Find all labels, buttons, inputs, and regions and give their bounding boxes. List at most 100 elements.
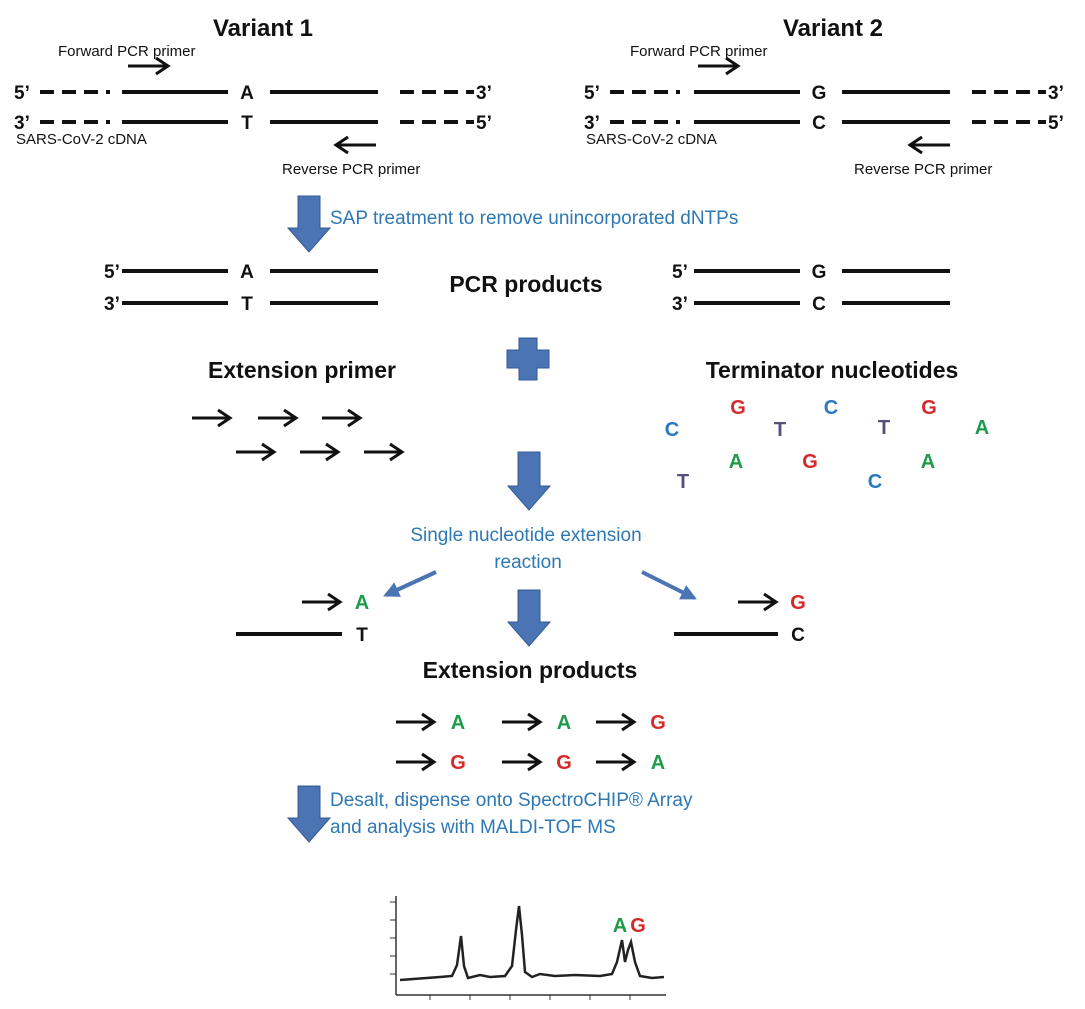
down-arrow-products [506, 589, 552, 647]
variant1-top-base: A [240, 83, 254, 104]
pcr-product-left: 5’ A 3’ T [104, 262, 378, 315]
left-template-base: T [356, 625, 368, 646]
variant1-cdna-label: SARS-CoV-2 cDNA [16, 131, 147, 148]
pcr-left-bottom-end: 3’ [104, 294, 120, 315]
extension-product-nucleotide: A [451, 712, 465, 734]
extension-product: G [502, 752, 572, 774]
terminator-nucleotide: T [774, 419, 786, 441]
variant2-top-5prime: 5’ [584, 83, 600, 104]
extension-primer-label: Extension primer [208, 357, 396, 383]
extension-product-nucleotide: A [651, 752, 665, 774]
plus-icon [506, 337, 550, 381]
variant1-top-3prime: 3’ [476, 83, 492, 104]
right-added-nucleotide: G [790, 592, 806, 614]
pcr-products-label: PCR products [449, 271, 602, 297]
variant2-top-3prime: 3’ [1048, 83, 1064, 104]
left-extension-primer-arrow [302, 592, 343, 612]
right-template-base: C [791, 625, 805, 646]
diagonal-arrow-right [641, 570, 697, 600]
variant2-reverse-primer-label: Reverse PCR primer [854, 161, 992, 178]
primer-arrow [364, 442, 405, 462]
left-extension-result: A T [236, 592, 369, 646]
extension-product-nucleotide: A [557, 712, 571, 734]
down-arrow-extension [506, 451, 552, 511]
pcr-right-top-end: 5’ [672, 262, 688, 283]
left-added-nucleotide: A [355, 592, 369, 614]
terminator-nucleotide: C [868, 471, 882, 493]
spectrum-peak-label-a: A [613, 915, 627, 937]
extension-product: A [502, 712, 571, 734]
primer-arrow [258, 408, 299, 428]
terminator-nucleotide: T [878, 417, 890, 439]
primer-arrow [300, 442, 341, 462]
variant1-top-5prime: 5’ [14, 83, 30, 104]
variant2-cdna-label: SARS-CoV-2 cDNA [586, 131, 717, 148]
variant1-bottom-3prime: 3’ [14, 113, 30, 134]
extension-product-nucleotide: G [556, 752, 572, 774]
extension-step-line2: reaction [494, 552, 562, 573]
variant2-top-base: G [812, 83, 827, 104]
diagonal-arrow-left [383, 570, 437, 597]
variant2-title: Variant 2 [783, 15, 883, 42]
pcr-right-bottom-base: C [812, 294, 826, 315]
pcr-product-right: 5’ G 3’ C [672, 262, 950, 315]
primer-arrow [236, 442, 277, 462]
pcr-right-bottom-end: 3’ [672, 294, 688, 315]
extension-product: G [396, 752, 466, 774]
variant2-panel: Variant 2 Forward PCR primer 5’ G 3’ 3’ … [584, 15, 1064, 178]
terminator-nucleotide: C [665, 419, 679, 441]
down-arrow-sap [286, 195, 332, 253]
primer-arrow [192, 408, 233, 428]
variant1-bottom-5prime: 5’ [476, 113, 492, 134]
variant2-bottom-5prime: 5’ [1048, 113, 1064, 134]
variant1-forward-primer-arrow [128, 56, 171, 76]
mass-spectrum: A G [390, 896, 666, 1000]
spectrum-x-ticks [429, 995, 631, 1000]
terminator-nucleotide: C [824, 397, 838, 419]
variant2-forward-primer-arrow [698, 56, 741, 76]
variant2-bottom-3prime: 3’ [584, 113, 600, 134]
extension-product-nucleotide: G [450, 752, 466, 774]
terminator-nucleotide: A [975, 417, 989, 439]
variant1-panel: Variant 1 Forward PCR primer 5’ A 3’ 3’ … [14, 15, 492, 178]
terminator-nucleotide: A [921, 451, 935, 473]
right-extension-primer-arrow [738, 592, 779, 612]
spectrum-trace [399, 905, 665, 982]
pcr-right-top-base: G [812, 262, 827, 283]
sap-step-label: SAP treatment to remove unincorporated d… [330, 208, 738, 229]
variant1-reverse-primer-arrow [333, 135, 376, 155]
terminator-nucleotide: G [802, 451, 818, 473]
extension-primer-arrows [192, 408, 405, 462]
terminator-nucleotide: G [730, 397, 746, 419]
spectrum-peak-label-g: G [630, 915, 646, 937]
spectrum-y-ticks [390, 901, 396, 975]
variant1-reverse-primer-label: Reverse PCR primer [282, 161, 420, 178]
terminator-nucleotide: G [921, 397, 937, 419]
extension-product: A [596, 752, 665, 774]
terminator-nucleotide: A [729, 451, 743, 473]
variant2-bottom-base: C [812, 113, 826, 134]
down-arrow-desalt [286, 785, 332, 843]
extension-product-nucleotide: G [650, 712, 666, 734]
right-extension-result: G C [674, 592, 806, 646]
pcr-left-top-end: 5’ [104, 262, 120, 283]
terminator-nucleotides-label: Terminator nucleotides [706, 357, 959, 383]
desalt-line1: Desalt, dispense onto SpectroCHIP® Array [330, 790, 693, 811]
extension-product: G [596, 712, 666, 734]
pcr-left-top-base: A [240, 262, 254, 283]
terminator-nucleotide: T [677, 471, 689, 493]
extension-step-line1: Single nucleotide extension [410, 525, 641, 546]
variant2-forward-primer-label: Forward PCR primer [630, 43, 768, 60]
primer-arrow [322, 408, 363, 428]
desalt-line2: and analysis with MALDI-TOF MS [330, 817, 616, 838]
variant1-forward-primer-label: Forward PCR primer [58, 43, 196, 60]
variant2-reverse-primer-arrow [907, 135, 950, 155]
variant1-title: Variant 1 [213, 15, 313, 42]
extension-products-label: Extension products [423, 657, 638, 683]
extension-product: A [396, 712, 465, 734]
pcr-left-bottom-base: T [241, 294, 253, 315]
variant1-bottom-base: T [241, 113, 253, 134]
